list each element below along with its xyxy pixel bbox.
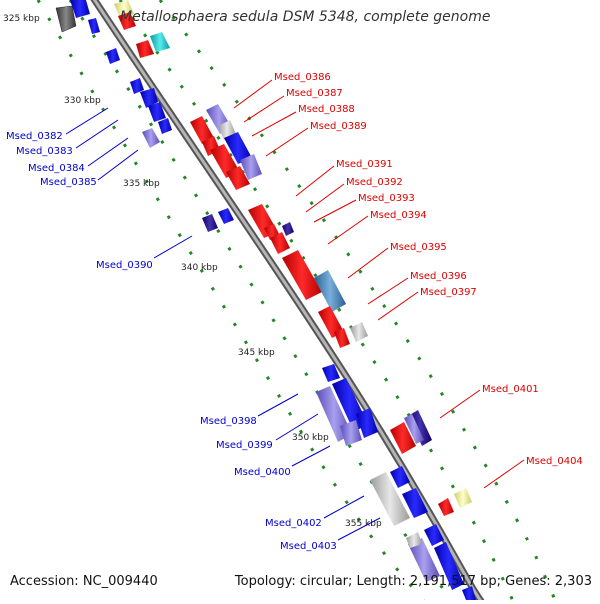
label-msed-0404[interactable]: Msed_0404	[526, 456, 583, 467]
scale-label-325: 325 kbp	[3, 14, 40, 24]
track-left-outer	[36, 0, 428, 604]
label-msed-0399[interactable]: Msed_0399	[216, 440, 273, 451]
label-msed-0401[interactable]: Msed_0401	[482, 384, 539, 395]
gene-arrow-red-386[interactable]	[190, 116, 214, 144]
gene-arrow-blue-399[interactable]	[356, 408, 378, 438]
label-msed-0383[interactable]: Msed_0383	[16, 146, 73, 157]
gene-arrow-blue-383[interactable]	[140, 88, 158, 108]
right-gene-labels: Msed_0386 Msed_0387 Msed_0388 Msed_0389 …	[233, 72, 583, 489]
scale-label-355: 355 kbp	[345, 519, 382, 529]
gene-arrows-left	[55, 0, 476, 600]
gene-arrow-blue-402a[interactable]	[390, 466, 410, 488]
gene-arrow-grey-403[interactable]	[406, 532, 422, 548]
label-msed-0387[interactable]: Msed_0387	[286, 88, 343, 99]
label-msed-0391[interactable]: Msed_0391	[336, 159, 393, 170]
gene-arrow-cyan-top[interactable]	[150, 32, 170, 52]
gene-arrow-blue-390[interactable]	[218, 208, 234, 224]
gene-arrow-blue-388[interactable]	[224, 132, 252, 164]
label-msed-0386[interactable]: Msed_0386	[274, 72, 331, 83]
label-msed-0403[interactable]: Msed_0403	[280, 541, 337, 552]
gene-arrow-blue-403b[interactable]	[434, 542, 464, 590]
gene-arrow-blue-top1[interactable]	[70, 0, 90, 18]
track-right-outer	[158, 0, 557, 601]
label-msed-0389[interactable]: Msed_0389	[310, 121, 367, 132]
gene-arrow-blue-bottom[interactable]	[462, 586, 476, 600]
gene-arrow-blue-385[interactable]	[158, 118, 172, 134]
label-msed-0388[interactable]: Msed_0388	[298, 104, 355, 115]
gene-arrow-red-top[interactable]	[118, 12, 136, 30]
label-msed-0394[interactable]: Msed_0394	[370, 210, 427, 221]
gene-arrow-grey-top[interactable]	[55, 5, 77, 33]
label-msed-0392[interactable]: Msed_0392	[346, 177, 403, 188]
scale-label-350: 350 kbp	[292, 433, 329, 443]
gene-arrow-lav-403[interactable]	[408, 538, 440, 582]
scale-label-340: 340 kbp	[181, 263, 218, 273]
gene-arrows-right	[114, 0, 472, 516]
genome-title: Metallosphaera sedula DSM 5348, complete…	[120, 9, 491, 25]
gene-arrow-grey-397[interactable]	[350, 322, 368, 342]
gene-arrow-red-404[interactable]	[438, 498, 454, 516]
gene-arrow-grey-402[interactable]	[370, 472, 410, 526]
gene-arrow-yellow-404[interactable]	[454, 488, 472, 508]
label-msed-0393[interactable]: Msed_0393	[358, 193, 415, 204]
gene-arrow-blue-398a[interactable]	[322, 364, 340, 382]
scale-label-335: 335 kbp	[123, 179, 160, 189]
gene-arrow-blue-403a[interactable]	[424, 524, 444, 546]
gene-arrow-red-top2[interactable]	[136, 40, 154, 58]
gene-arrow-blue-top2[interactable]	[88, 18, 100, 34]
gene-arrow-red-396[interactable]	[318, 306, 344, 338]
left-gene-labels: Msed_0382 Msed_0383 Msed_0384 Msed_0385 …	[6, 107, 381, 552]
scale-label-345: 345 kbp	[238, 348, 275, 358]
gene-arrow-red-397[interactable]	[334, 328, 350, 348]
gene-arrow-red-389[interactable]	[226, 166, 250, 190]
gene-arrow-navy-390[interactable]	[202, 214, 218, 232]
label-msed-0396[interactable]: Msed_0396	[410, 271, 467, 282]
label-msed-0397[interactable]: Msed_0397	[420, 287, 477, 298]
gene-arrow-blue-402b[interactable]	[402, 488, 428, 518]
label-msed-0382[interactable]: Msed_0382	[6, 131, 63, 142]
gene-arrow-navy-393[interactable]	[282, 222, 294, 236]
label-msed-0398[interactable]: Msed_0398	[200, 416, 257, 427]
gene-arrow-steel-395[interactable]	[314, 270, 346, 312]
gene-arrow-lav-385[interactable]	[142, 128, 160, 148]
topology-text: Topology: circular; Length: 2,191,517 bp…	[234, 574, 592, 589]
label-msed-0385[interactable]: Msed_0385	[40, 177, 97, 188]
gene-arrow-red-401[interactable]	[390, 422, 416, 454]
gene-arrow-red-393[interactable]	[270, 232, 290, 254]
gene-arrow-red-394[interactable]	[282, 250, 322, 300]
label-msed-0402[interactable]: Msed_0402	[265, 518, 322, 529]
label-msed-0400[interactable]: Msed_0400	[234, 467, 291, 478]
label-msed-0395[interactable]: Msed_0395	[390, 242, 447, 253]
gene-arrow-blue-top3[interactable]	[106, 48, 120, 64]
scale-label-330: 330 kbp	[64, 96, 101, 106]
gene-arrow-lav-389[interactable]	[240, 154, 262, 180]
accession-text: Accession: NC_009440	[10, 574, 158, 589]
gene-arrow-blue-382[interactable]	[130, 78, 144, 94]
label-msed-0384[interactable]: Msed_0384	[28, 163, 85, 174]
gene-arrow-blue-384[interactable]	[148, 102, 166, 122]
gene-arrow-lav-401[interactable]	[404, 414, 424, 444]
gene-arrow-lav-400[interactable]	[340, 420, 362, 446]
label-msed-0390[interactable]: Msed_0390	[96, 260, 153, 271]
